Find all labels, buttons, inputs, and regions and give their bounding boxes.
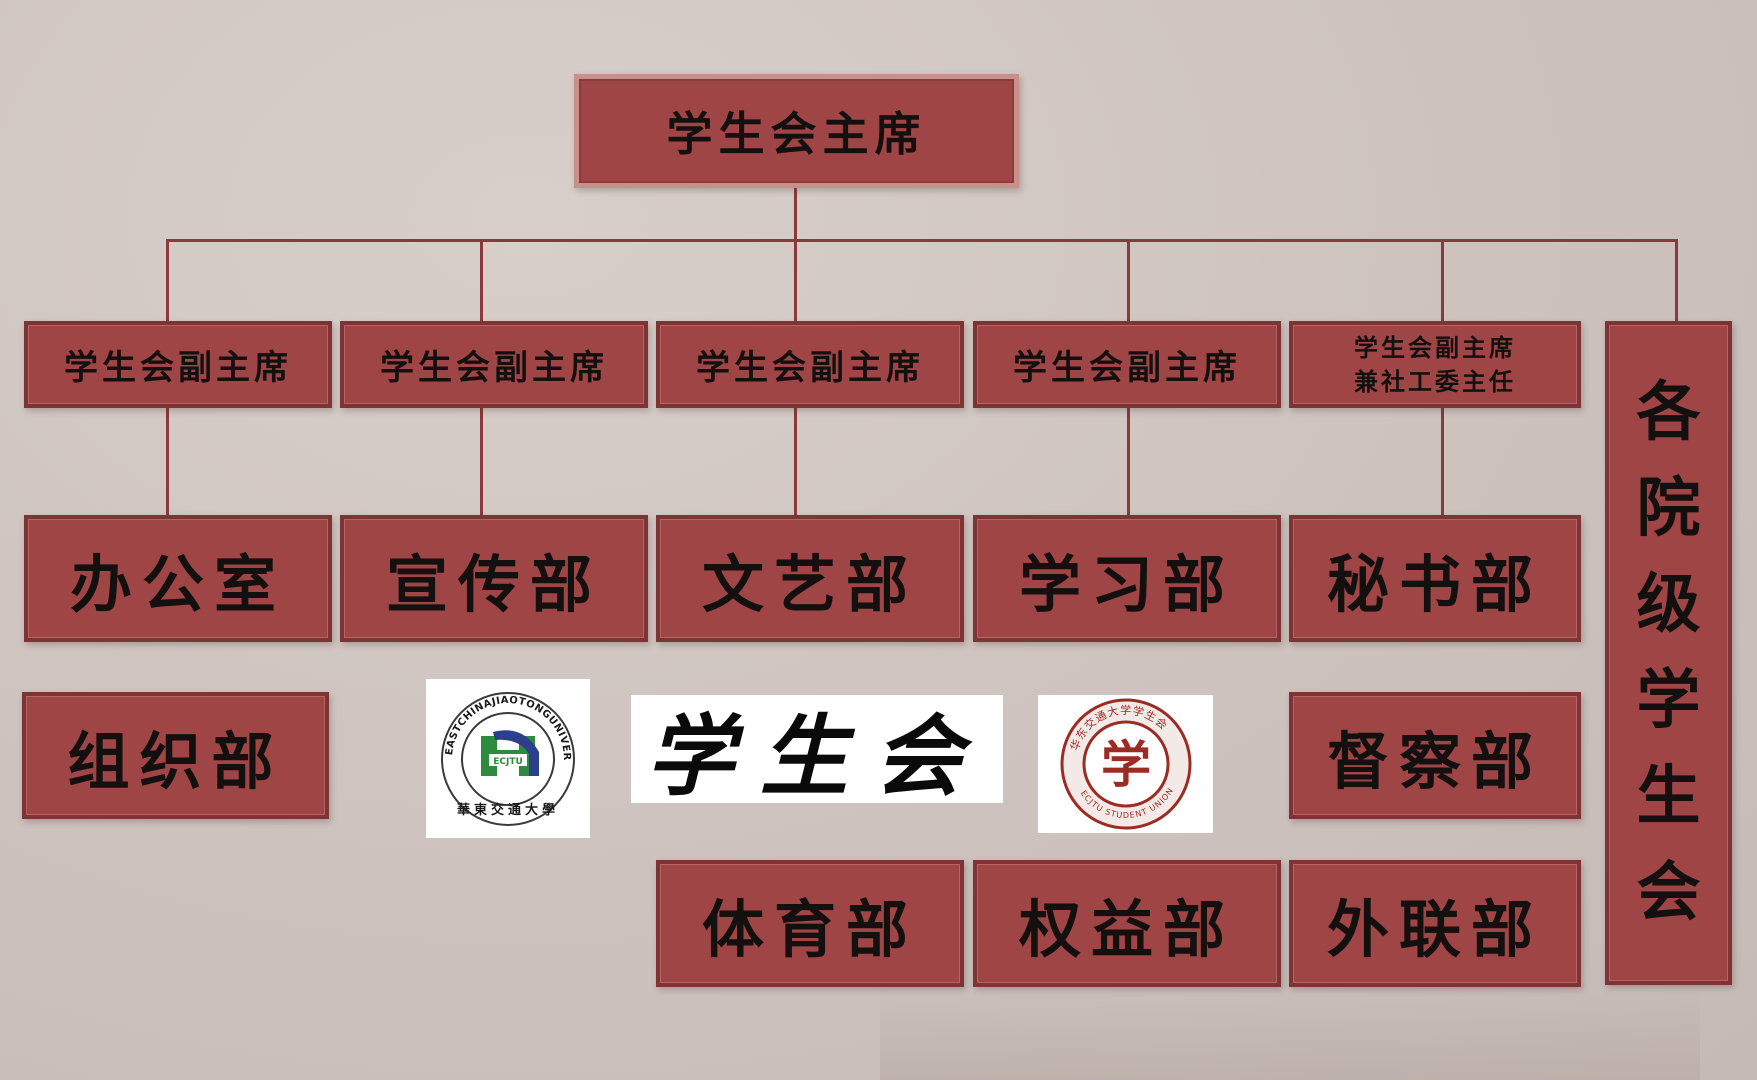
connector-line bbox=[166, 406, 169, 518]
connector-line bbox=[1441, 239, 1444, 323]
college-unions-char: 生 bbox=[1636, 759, 1701, 834]
department-label: 秘书部 bbox=[1326, 547, 1543, 621]
vice-president-label: 学生会副主席 bbox=[696, 348, 924, 388]
vice-president-box: 学生会副主席 bbox=[24, 321, 332, 408]
background-shade bbox=[880, 990, 1700, 1080]
department-publicity-box: 宣传部 bbox=[340, 515, 648, 642]
department-label: 办公室 bbox=[69, 547, 286, 621]
vice-president-label: 学生会副主席 bbox=[1013, 348, 1241, 388]
department-secretary-box: 秘书部 bbox=[1289, 515, 1581, 642]
department-study-box: 学习部 bbox=[973, 515, 1281, 642]
college-unions-box: 各 院 级 学 生 会 bbox=[1605, 321, 1732, 985]
vice-president-label: 学生会副主席 bbox=[64, 348, 292, 388]
student-union-seal-icon: 华东交通大学学生会 ECJTU STUDENT UNION 学 bbox=[1060, 698, 1191, 830]
department-office-box: 办公室 bbox=[24, 515, 332, 642]
department-organization-box: 组织部 bbox=[22, 692, 329, 819]
vice-president-label: 学生会副主席 bbox=[380, 348, 608, 388]
connector-line bbox=[166, 239, 1678, 242]
department-sports-box: 体育部 bbox=[656, 860, 964, 987]
university-cn-name: 華東交通大學 bbox=[457, 802, 559, 818]
college-unions-char: 学 bbox=[1636, 663, 1701, 738]
vice-president-box: 学生会副主席 bbox=[973, 321, 1281, 408]
college-unions-char: 会 bbox=[1636, 855, 1701, 930]
calligraphy-banner: 学生会 bbox=[631, 695, 1003, 808]
calligraphy-text: 学生会 bbox=[645, 703, 988, 808]
department-label: 体育部 bbox=[701, 892, 918, 966]
connector-line bbox=[794, 239, 797, 323]
connector-line bbox=[480, 239, 483, 323]
connector-line bbox=[166, 239, 169, 323]
university-emblem-icon: EASTCHINAJIAOTONGUNIVERSITY ECJTU 華東交通大學 bbox=[433, 684, 575, 826]
college-unions-char: 级 bbox=[1636, 567, 1701, 642]
department-label: 文艺部 bbox=[701, 547, 918, 621]
vice-president-label-line1: 学生会副主席 bbox=[1354, 332, 1516, 362]
department-label: 学习部 bbox=[1018, 547, 1235, 621]
vice-president-box: 学生会副主席 bbox=[656, 321, 964, 408]
connector-line bbox=[794, 187, 797, 241]
college-unions-char: 各 bbox=[1636, 375, 1701, 450]
vice-president-box: 学生会副主席 bbox=[340, 321, 648, 408]
college-unions-char: 院 bbox=[1636, 471, 1701, 546]
vice-president-label-line2: 兼社工委主任 bbox=[1354, 366, 1516, 396]
department-label: 外联部 bbox=[1326, 892, 1543, 966]
university-logo: EASTCHINAJIAOTONGUNIVERSITY ECJTU 華東交通大學 bbox=[426, 679, 590, 838]
president-label: 学生会主席 bbox=[666, 107, 927, 161]
department-label: 督察部 bbox=[1326, 724, 1543, 798]
university-badge-text: ECJTU bbox=[493, 757, 523, 767]
department-label: 权益部 bbox=[1018, 892, 1235, 966]
department-liaison-box: 外联部 bbox=[1289, 860, 1581, 987]
department-label: 组织部 bbox=[67, 724, 284, 798]
department-supervision-box: 督察部 bbox=[1289, 692, 1581, 819]
connector-line bbox=[1127, 239, 1130, 323]
department-arts-box: 文艺部 bbox=[656, 515, 964, 642]
union-seal-char: 学 bbox=[1101, 735, 1151, 794]
connector-line bbox=[480, 406, 483, 518]
connector-line bbox=[1441, 406, 1444, 518]
president-box: 学生会主席 bbox=[574, 74, 1019, 188]
student-union-logo: 华东交通大学学生会 ECJTU STUDENT UNION 学 bbox=[1038, 695, 1213, 833]
vice-president-social-box: 学生会副主席 兼社工委主任 bbox=[1289, 321, 1581, 408]
connector-line bbox=[794, 406, 797, 518]
connector-line bbox=[1127, 406, 1130, 518]
department-rights-box: 权益部 bbox=[973, 860, 1281, 987]
background-watermark bbox=[0, 0, 120, 120]
department-label: 宣传部 bbox=[385, 547, 602, 621]
connector-line bbox=[1675, 239, 1678, 323]
